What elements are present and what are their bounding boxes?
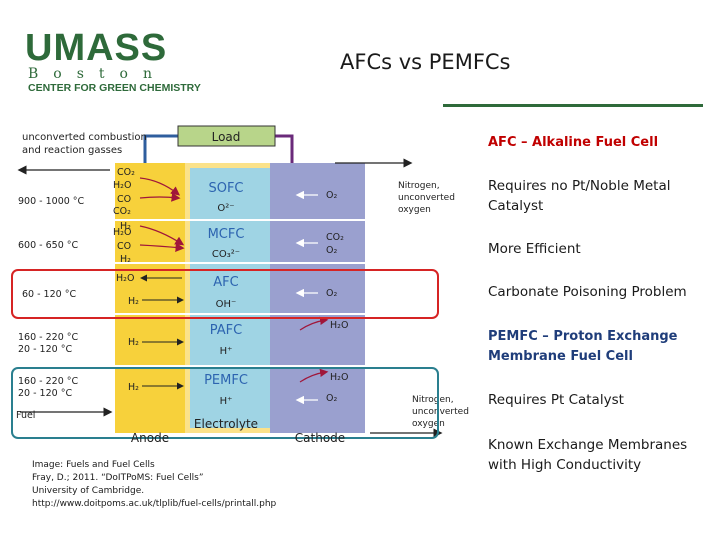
pafc-label: PAFC [210,323,242,338]
afc-cathode-species-1: O₂ [326,288,337,299]
pemfc-temp-1: 160 - 220 °C [18,376,79,387]
load-label: Load [212,130,241,144]
afc-temp: 60 - 120 °C [22,289,76,300]
logo-center-text: CENTER FOR GREEN CHEMISTRY [28,82,201,94]
pafc-anode-species-1: H₂ [128,337,139,348]
afc-label: AFC [213,275,238,290]
top-exhaust-line2: unconverted [398,193,455,203]
top-exhaust-line1: Nitrogen, [398,181,440,191]
right-wire [275,134,294,163]
logo-umass-text: UMASS [25,27,168,69]
pemfc-highlight-box [11,367,439,439]
pafc-ion: H⁺ [220,346,233,357]
umass-boston-logo: UMASS Boston CENTER FOR GREEN CHEMISTRY [25,27,201,94]
mcfc-cathode-species-1: CO₂ [326,232,344,243]
sofc-cathode-species-1: O₂ [326,190,337,201]
mcfc-temp: 600 - 650 °C [18,240,79,251]
sofc-anode-species-4: CO₂ [113,206,131,217]
pafc-temp-2: 20 - 120 °C [18,344,72,355]
afc-heading: AFC – Alkaline Fuel Cell [488,135,659,150]
side-flow-arrows [17,158,443,438]
pemfc-cathode-species-2: O₂ [326,393,337,404]
sofc-temp: 900 - 1000 °C [18,196,85,207]
load-box [177,125,276,147]
mcfc-cathode-species-2: O₂ [326,245,337,256]
image-credit: Image: Fuels and Fuel Cells Fray, D.; 20… [32,459,276,511]
pemfc-heading: PEMFC – Proton Exchange Membrane Fuel Ce… [488,329,678,364]
electrolyte-label: Electrolyte [194,417,258,431]
exhaust-label-line2: and reaction gasses [22,145,122,156]
mcfc-anode-species-1: H₂O [113,227,131,238]
pemfc-label: PEMFC [204,373,248,388]
anode-label: Anode [131,431,169,445]
bottom-exhaust-line3: oxygen [412,419,445,429]
pemfc-anode-species-1: H₂ [128,382,139,393]
afc-highlight-box [11,269,439,319]
row-separators [115,219,365,367]
afc-anode-species-1: H₂O [116,273,134,284]
cathode-water-arrows [299,316,329,383]
pemfc-temp-2: 20 - 120 °C [18,388,72,399]
electrolyte-column [190,168,270,428]
sofc-anode-species-5: H₂ [120,221,131,232]
cathode-flow-arrows [295,190,318,405]
afc-point-1: Requires no Pt/Noble Metal Catalyst [488,178,671,214]
fuel-cell-diagram: Load unconverted combustion and reaction… [11,125,469,445]
logo-boston-text: Boston [28,66,167,82]
afc-point-3: Carbonate Poisoning Problem [488,284,687,300]
cathode-label: Cathode [295,431,345,445]
title-underline [443,104,703,107]
sofc-anode-species-1: CO₂ [117,167,135,178]
anode-column-outer [115,163,185,433]
left-wire [143,134,178,163]
anode-reaction-arrows [139,177,185,252]
bottom-exhaust-line1: Nitrogen, [412,395,454,405]
credit-line-2: Fray, D.; 2011. “DoITPoMS: Fuel Cells” [32,473,204,483]
fuel-label: Fuel [16,410,35,421]
pemfc-cathode-species-1: H₂O [330,372,348,383]
cathode-column [270,163,365,433]
slide-title: AFCs vs PEMFCs [340,50,511,74]
sofc-ion: O²⁻ [217,203,234,214]
credit-line-4: http://www.doitpoms.ac.uk/tlplib/fuel-ce… [32,499,277,509]
credit-line-3: University of Cambridge. [32,486,145,496]
anode-flow-arrows [140,274,184,390]
sofc-anode-species-2: H₂O [113,180,131,191]
afc-anode-species-2: H₂ [128,296,139,307]
sofc-anode-species-3: CO [117,194,131,205]
mcfc-anode-species-2: CO [117,241,131,252]
credit-line-1: Image: Fuels and Fuel Cells [32,460,155,470]
mcfc-anode-species-3: H₂ [120,254,131,265]
top-exhaust-line3: oxygen [398,205,431,215]
exhaust-label-line1: unconverted combustion [22,132,147,143]
afc-ion: OH⁻ [216,299,237,310]
bottom-exhaust-line2: unconverted [412,407,469,417]
afc-point-2: More Efficient [488,241,581,257]
pafc-temp-1: 160 - 220 °C [18,332,79,343]
pafc-cathode-species-1: H₂O [330,320,348,331]
mcfc-ion: CO₃²⁻ [212,249,240,260]
mcfc-label: MCFC [208,227,245,242]
sofc-label: SOFC [208,181,243,196]
pemfc-ion: H⁺ [220,396,233,407]
pemfc-point-1: Requires Pt Catalyst [488,392,624,408]
pemfc-point-2: Known Exchange Membranes with High Condu… [488,437,688,473]
